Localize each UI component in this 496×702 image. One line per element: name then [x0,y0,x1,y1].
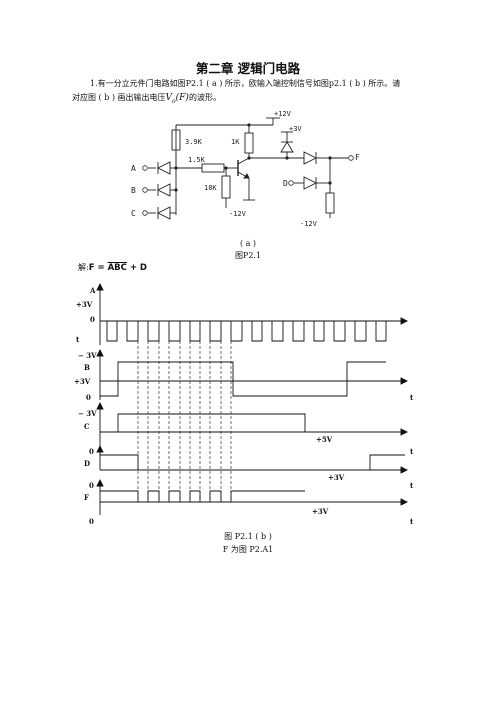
problem-statement: 1.有一分立元件门电路如图P2.1 ( a ) 所示，欧输入端控制信号如图p2.… [72,77,428,109]
label-b-minus3v: − 3V [78,351,97,360]
label-c-plus5v: +5V [316,435,333,444]
label-plus3v: +3V [289,125,302,133]
label-minus12v-b: -12V [300,220,318,228]
clamp-diode [280,141,294,153]
terminal-d [288,180,294,186]
label-minus12v-a: -12V [229,210,247,218]
vo-subscript: o [172,97,176,105]
wave-c [100,413,306,433]
label-d-zero: 0 [89,481,94,490]
label-3.9k: 3.9K [185,138,203,146]
problem-line-2-post: 的波形。 [188,93,221,102]
caption-a: ( a ) [239,239,257,248]
label-1k: 1K [231,138,240,146]
label-f-t: t [410,517,414,526]
label-input-b: B [131,186,136,195]
label-a: A [89,286,96,295]
wave-b [100,361,386,397]
solution-lhs: F [88,263,95,273]
problem-line-2-pre: 对应图 ( b ) 画出输出电压 [72,93,166,102]
label-b-zero: 0 [86,393,91,402]
label-a-t: t [76,335,80,344]
output-diode-1 [303,151,318,165]
vo-symbol: Vo(F) [165,93,189,105]
label-b-t: t [410,393,414,402]
solution-expression: F = ABC + D [89,263,147,273]
solution-rest: + D [126,263,147,273]
terminal-c [142,210,148,216]
caption-fig-note: F 为图 P2.A1 [222,545,274,554]
label-c-zero: 0 [89,447,94,456]
label-a-zero: 0 [90,315,95,324]
vo-letter: V [165,93,173,103]
label-b-plus3v: +3V [74,377,91,386]
wave-a [100,320,396,342]
label-output-f: F [355,153,360,162]
label-d: D [84,459,90,468]
solution-line: 解:F = ABC + D [78,262,147,273]
label-f: F [84,493,89,502]
transistor-collector [237,157,250,165]
output-diode-d [303,176,318,190]
label-1.5k: 1.5K [188,156,206,164]
terminal-f [348,155,354,161]
label-b: B [84,363,90,372]
label-f-zero: 0 [89,517,94,526]
label-input-a: A [131,164,136,173]
label-input-c: C [131,209,136,218]
solution-overbar: ABC [107,263,127,273]
wave-d [100,454,405,470]
label-a-plus3v: +3V [76,300,93,309]
label-plus12v: +12V [274,110,292,118]
label-18k: 18K [204,184,217,192]
label-c: C [84,422,90,431]
chapter-title: 第二章 逻辑门电路 [195,61,301,76]
label-d-plus3v: +3V [328,473,345,482]
terminal-a [142,165,148,171]
terminal-b [142,187,148,193]
caption-fig-a: 图P2.1 [234,251,262,260]
label-c-minus3v: − 3V [78,409,97,418]
caption-fig-b: 图 P2.1 ( b ) [224,532,272,541]
label-f-plus3v: +3V [312,507,329,516]
wave-f [100,490,305,503]
label-d-t: t [410,481,414,490]
solution-eq: = [94,263,108,273]
label-c-t: t [410,447,414,456]
vo-arg: (F) [175,93,189,103]
solution-prefix: 解: [78,263,89,272]
problem-line-1: 1.有一分立元件门电路如图P2.1 ( a ) 所示，欧输入端控制信号如图p2.… [90,79,401,88]
label-input-d: D [283,179,288,188]
